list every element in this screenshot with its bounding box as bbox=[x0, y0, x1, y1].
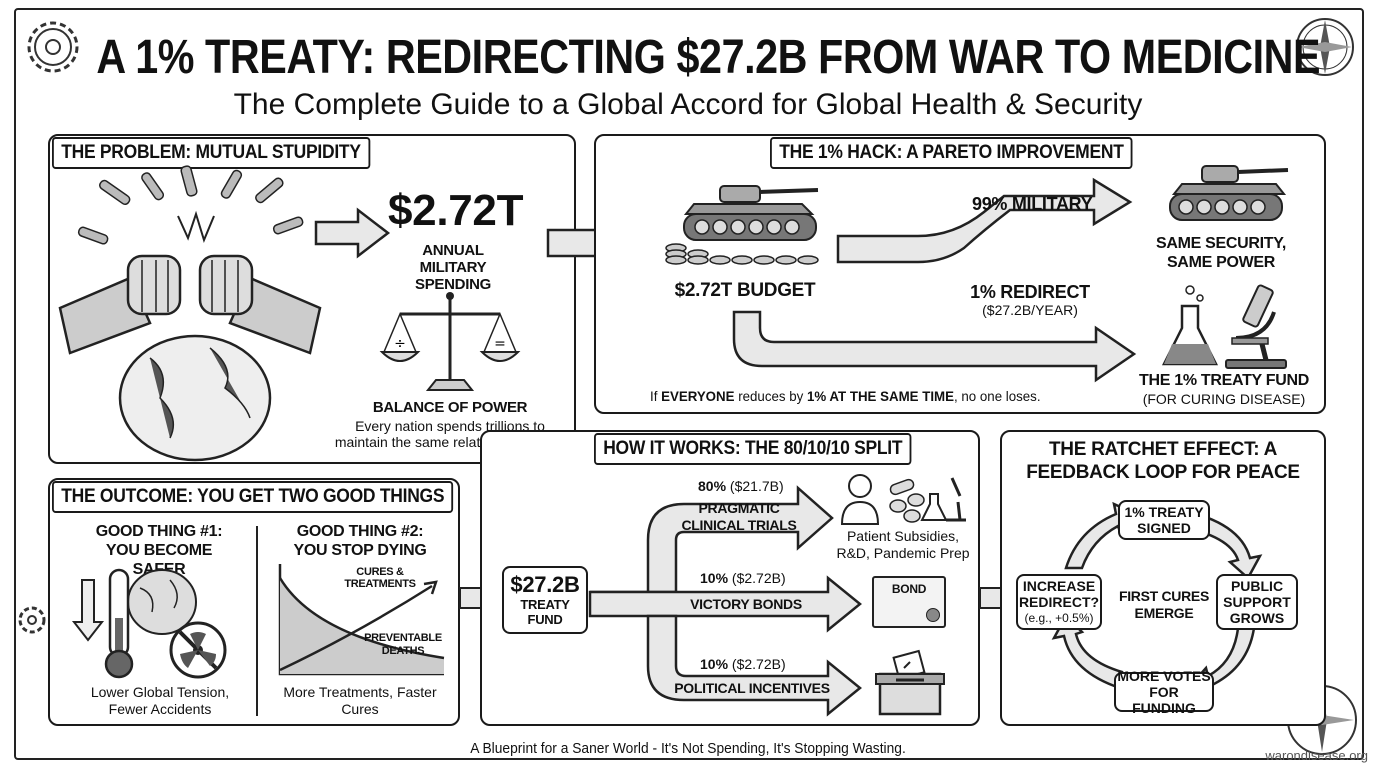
outer-frame bbox=[14, 8, 1364, 760]
svg-text:=: = bbox=[494, 336, 506, 352]
branch-bonds-amount: 10% ($2.72B) bbox=[700, 570, 786, 586]
loop-public-support: PUBLIC SUPPORT GROWS bbox=[1216, 574, 1298, 630]
good-thing-1-caption: Lower Global Tension, Fewer Accidents bbox=[90, 684, 230, 717]
military-share-label: 99% MILITARY bbox=[972, 194, 1093, 214]
svg-text:÷: ÷ bbox=[394, 336, 406, 352]
branch-incentives-value: ($2.72B) bbox=[731, 656, 786, 672]
loop-increase-redirect: INCREASE REDIRECT? (e.g., +0.5%) bbox=[1016, 574, 1102, 630]
branch-trials-pct: 80% bbox=[698, 478, 727, 494]
footer-tagline: A Blueprint for a Saner World - It's Not… bbox=[470, 740, 906, 757]
gear-icon bbox=[18, 606, 46, 634]
microscope-icon bbox=[1225, 284, 1287, 369]
ratchet-title: THE RATCHET EFFECT: A FEEDBACK LOOP FOR … bbox=[1026, 439, 1300, 483]
same-security-label: SAME SECURITY, SAME POWER bbox=[1155, 235, 1287, 271]
loop-center-label: FIRST CURES EMERGE bbox=[1118, 588, 1210, 621]
tank-icon bbox=[665, 185, 819, 265]
pareto-note-pre: If bbox=[650, 388, 662, 404]
pareto-note-mid: reduces by bbox=[734, 388, 807, 404]
pareto-note: If EVERYONE reduces by 1% AT THE SAME TI… bbox=[650, 388, 1041, 404]
branch-trials-value: ($21.7B) bbox=[729, 478, 784, 494]
split-title: HOW IT WORKS: THE 80/10/10 SPLIT bbox=[594, 433, 912, 465]
page-subtitle: The Complete Guide to a Global Accord fo… bbox=[233, 88, 1143, 121]
page-title: A 1% TREATY: REDIRECTING $27.2B FROM WAR… bbox=[96, 31, 1321, 84]
pareto-note-everyone: EVERYONE bbox=[661, 388, 735, 404]
branch-bonds-label: VICTORY BONDS bbox=[690, 596, 802, 612]
cures-treatments-label: CURES & TREATMENTS bbox=[344, 566, 416, 590]
arrow-icon bbox=[314, 207, 391, 259]
treaty-fund-box: $27.2B TREATY FUND bbox=[502, 566, 588, 634]
split-arrows bbox=[588, 485, 862, 717]
outcome-divider bbox=[256, 526, 258, 716]
redirect-share-amount: ($27.2B/YEAR) bbox=[982, 302, 1078, 318]
bond-text: BOND bbox=[891, 582, 927, 596]
treaty-fund-sub: (FOR CURING DISEASE) bbox=[1142, 391, 1306, 407]
treaty-fund-label: THE 1% TREATY FUND bbox=[1138, 372, 1310, 389]
good-thing-2-caption: More Treatments, Faster Cures bbox=[283, 684, 437, 717]
military-spending-amount: $2.72T bbox=[388, 186, 524, 235]
pareto-note-same-time: 1% AT THE SAME TIME bbox=[806, 388, 955, 404]
problem-title: THE PROBLEM: MUTUAL STUPIDITY bbox=[52, 137, 370, 169]
split-fund-amount: $27.2B bbox=[510, 572, 580, 597]
trials-desc: Patient Subsidies, R&D, Pandemic Prep bbox=[836, 528, 970, 561]
loop-increase-sub: (e.g., +0.5%) bbox=[1024, 611, 1094, 625]
good-thing-2-title: GOOD THING #2: YOU STOP DYING bbox=[293, 523, 427, 559]
missiles-icon bbox=[77, 165, 304, 245]
balance-of-power-title: BALANCE OF POWER bbox=[372, 399, 528, 416]
branch-trials-label: PRAGMATIC CLINICAL TRIALS bbox=[681, 500, 797, 533]
fork-arrow-icon bbox=[732, 177, 1137, 383]
redirect-share-label: 1% REDIRECT bbox=[970, 282, 1090, 302]
thermometer-globe-icon bbox=[71, 568, 227, 679]
tank-icon bbox=[1169, 165, 1289, 221]
branch-bonds-pct: 10% bbox=[700, 570, 729, 586]
branch-bonds-value: ($2.72B) bbox=[731, 570, 786, 586]
bond-seal bbox=[926, 608, 940, 622]
branch-incentives-pct: 10% bbox=[700, 656, 729, 672]
branch-trials-amount: 80% ($21.7B) bbox=[698, 478, 784, 494]
pareto-note-post: , no one loses. bbox=[954, 388, 1041, 404]
lab-flask-icon bbox=[1161, 285, 1219, 366]
outcome-title: THE OUTCOME: YOU GET TWO GOOD THINGS bbox=[52, 481, 454, 513]
balance-scale-icon: ÷ = bbox=[379, 292, 521, 391]
budget-label: $2.72T BUDGET bbox=[674, 280, 816, 301]
loop-treaty-signed: 1% TREATY SIGNED bbox=[1118, 500, 1210, 540]
doctor-pills-lab-icon bbox=[840, 474, 966, 525]
compass-icon bbox=[1296, 18, 1354, 76]
bond-certificate-icon: BOND bbox=[872, 576, 946, 628]
hack-title: THE 1% HACK: A PARETO IMPROVEMENT bbox=[770, 137, 1133, 169]
loop-increase-label: INCREASE REDIRECT? bbox=[1018, 578, 1100, 610]
military-spending-label: ANNUAL MILITARY SPENDING bbox=[415, 242, 491, 293]
branch-incentives-label: POLITICAL INCENTIVES bbox=[674, 680, 830, 696]
branch-incentives-amount: 10% ($2.72B) bbox=[700, 656, 786, 672]
split-fund-label: TREATY FUND bbox=[520, 597, 570, 627]
preventable-deaths-label: PREVENTABLE DEATHS bbox=[364, 632, 442, 657]
ballot-box-icon bbox=[875, 649, 945, 716]
cures-vs-deaths-graph bbox=[278, 564, 445, 676]
loop-more-votes: MORE VOTES FOR FUNDING bbox=[1114, 668, 1214, 716]
gear-icon bbox=[27, 21, 79, 73]
clashing-fists-icon bbox=[58, 254, 322, 462]
watermark: warondisease.org bbox=[1265, 748, 1368, 763]
